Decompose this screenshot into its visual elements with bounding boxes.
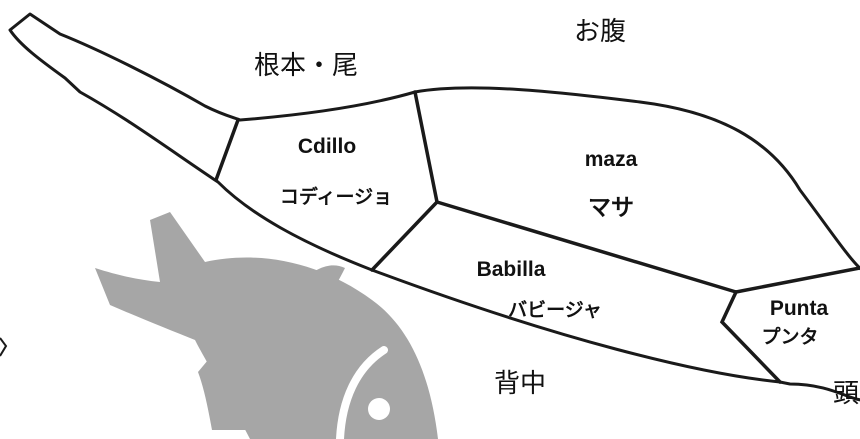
divider-punta: [719, 290, 782, 384]
cut-babilla-es: Babilla: [477, 258, 546, 281]
cut-babilla-ja: バビージャ: [508, 299, 602, 321]
cut-punta-ja: プンタ: [761, 325, 818, 348]
cut-punta: Punta プンタ: [761, 297, 828, 348]
divider-maza-babilla: [435, 200, 738, 294]
cut-babilla: Babilla バビージャ: [477, 258, 602, 321]
divider-cdillo-babilla: [370, 200, 439, 272]
cut-cdillo: Cdillo コディージョ: [280, 135, 392, 208]
label-head: 頭: [833, 379, 859, 409]
label-belly: お腹: [574, 17, 626, 47]
divider-cdillo-maza: [413, 90, 439, 204]
loin-outline: [8, 12, 860, 402]
divider-tail-cdillo: [214, 118, 240, 182]
label-back: 背中: [494, 369, 546, 399]
label-tail: 根本・尾: [254, 51, 358, 81]
cut-maza-ja: マサ: [588, 195, 634, 221]
cut-maza: maza マサ: [585, 148, 638, 221]
cut-cdillo-es: Cdillo: [298, 135, 356, 158]
fish-icon: [95, 212, 438, 439]
cut-punta-es: Punta: [770, 297, 829, 320]
divider-maza-punta: [734, 266, 860, 294]
cut-cdillo-ja: コディージョ: [280, 185, 392, 208]
edge-mark: [0, 337, 8, 357]
cut-maza-es: maza: [585, 148, 638, 171]
